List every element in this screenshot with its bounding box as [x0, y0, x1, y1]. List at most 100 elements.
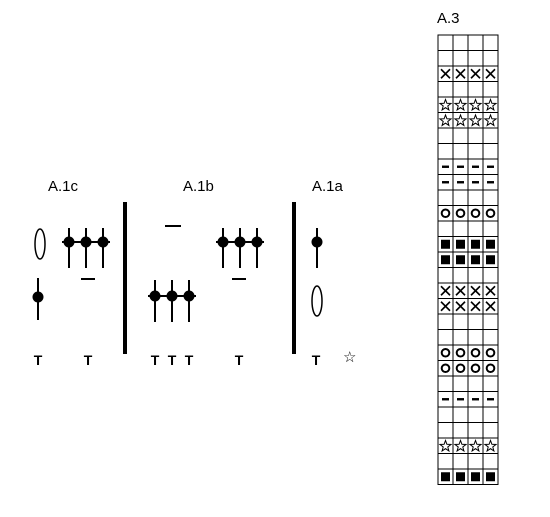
ring-symbol — [485, 347, 496, 358]
grid-cell — [452, 50, 469, 67]
grid-cell — [437, 81, 454, 98]
grid-cell — [482, 127, 499, 144]
grid-cell — [467, 127, 484, 144]
grid-cell — [452, 205, 469, 222]
cross-symbol — [470, 68, 481, 79]
grid-cell — [482, 143, 499, 160]
grid-cell — [482, 220, 499, 237]
grid-cell — [437, 344, 454, 361]
filled-square-symbol — [471, 239, 480, 249]
diagram-title-a1b: A.1b — [183, 178, 214, 195]
filled-square-symbol — [456, 472, 465, 482]
grid-cell — [452, 360, 469, 377]
cross-symbol — [485, 68, 496, 79]
grid-cell — [452, 267, 469, 284]
grid-cell — [437, 329, 454, 346]
grid-cell — [437, 360, 454, 377]
ring-symbol — [455, 363, 466, 374]
star-symbol — [438, 97, 453, 112]
star-symbol — [483, 97, 498, 112]
filled-square-symbol — [441, 472, 450, 482]
star-icon: ☆ — [343, 349, 357, 366]
grid-cell — [437, 34, 454, 51]
dash-symbol — [165, 225, 181, 227]
grid-cell — [437, 205, 454, 222]
cross-symbol — [485, 301, 496, 312]
grid-cell — [467, 344, 484, 361]
grid-cell — [467, 143, 484, 160]
grid-cell — [482, 453, 499, 470]
star-symbol — [453, 113, 468, 127]
cross-symbol — [440, 68, 451, 79]
cross-symbol — [470, 285, 481, 296]
filled-square-symbol — [471, 472, 480, 482]
ring-symbol — [455, 208, 466, 219]
grid-cell — [482, 375, 499, 392]
grid-cell — [437, 127, 454, 144]
grid-cell — [482, 344, 499, 361]
ring-symbol — [470, 363, 481, 374]
grid-cell — [437, 189, 454, 206]
grid-cell — [482, 189, 499, 206]
grid-cell — [482, 313, 499, 330]
treble-crochet-symbol — [311, 228, 323, 268]
foundation-symbol-t: T — [311, 352, 321, 368]
star-symbol — [483, 113, 498, 127]
grid-cell — [437, 453, 454, 470]
foundation-symbol-t: T — [83, 352, 93, 368]
cross-symbol — [455, 285, 466, 296]
grid-cell — [452, 313, 469, 330]
grid-cell — [467, 267, 484, 284]
grid-cell — [437, 143, 454, 160]
grid-cell — [467, 205, 484, 222]
treble-crochet-symbol — [32, 278, 44, 320]
chain-loop-symbol — [311, 285, 323, 317]
grid-cell — [452, 422, 469, 439]
grid-cell — [467, 375, 484, 392]
cross-symbol — [455, 68, 466, 79]
filled-square-symbol — [486, 255, 495, 265]
grid-cell — [467, 50, 484, 67]
grid-cell — [452, 220, 469, 237]
grid-cell — [467, 189, 484, 206]
treble-crochet-symbol — [62, 228, 110, 268]
star-symbol — [468, 97, 483, 112]
cross-symbol — [440, 301, 451, 312]
foundation-symbol-t: T — [150, 352, 160, 368]
treble-crochet-symbol — [148, 280, 196, 322]
section-divider — [292, 202, 296, 354]
grid-cell — [452, 143, 469, 160]
star-symbol — [453, 438, 468, 453]
grid-cell — [437, 220, 454, 237]
grid-cell — [452, 34, 469, 51]
grid-cell — [452, 189, 469, 206]
grid-cell — [452, 81, 469, 98]
grid-cell — [467, 453, 484, 470]
grid-cell — [467, 360, 484, 377]
section-divider — [123, 202, 127, 354]
grid-cell — [467, 406, 484, 423]
filled-square-symbol — [441, 239, 450, 249]
grid-cell — [482, 34, 499, 51]
dash-symbol — [81, 278, 95, 280]
grid-cell — [467, 220, 484, 237]
star-symbol — [468, 113, 483, 127]
filled-square-symbol — [486, 239, 495, 249]
ring-symbol — [440, 347, 451, 358]
cross-symbol — [485, 285, 496, 296]
grid-cell — [437, 406, 454, 423]
diagram-title-a3: A.3 — [437, 10, 460, 27]
grid-cell — [452, 127, 469, 144]
grid-cell — [452, 453, 469, 470]
grid-cell — [467, 313, 484, 330]
star-symbol — [483, 438, 498, 453]
filled-square-symbol — [456, 255, 465, 265]
filled-square-symbol — [456, 239, 465, 249]
grid-cell — [482, 81, 499, 98]
treble-crochet-symbol — [216, 228, 264, 268]
grid-cell — [452, 329, 469, 346]
cross-symbol — [470, 301, 481, 312]
chain-loop-symbol — [34, 228, 46, 260]
cross-symbol — [455, 301, 466, 312]
foundation-symbol-t: T — [184, 352, 194, 368]
